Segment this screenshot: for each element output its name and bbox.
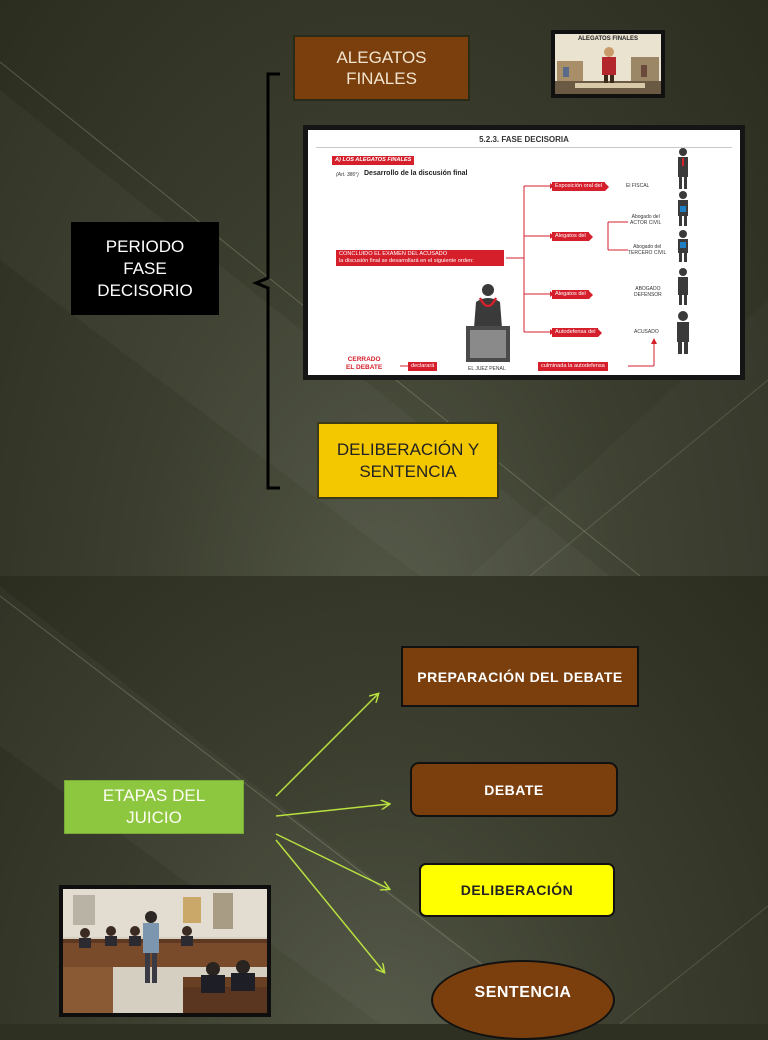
label-tercero-civil: Abogado del TERCERO CIVIL <box>628 244 667 256</box>
tag-culminada-autodefensa: culminada la autodefensa <box>538 362 608 371</box>
tag-alegatos-del-2: Alegatos del <box>552 290 593 299</box>
label-fiscal: El FISCAL <box>626 183 650 189</box>
etapas-del-juicio-box: ETAPAS DEL JUICIO <box>64 780 244 834</box>
periodo-fase-decisorio-box: PERIODO FASE DECISORIO <box>71 222 219 315</box>
diagram-connectors <box>400 148 689 367</box>
tag-alegatos-finales: A) LOS ALEGATOS FINALES <box>332 156 415 165</box>
label-acusado: ACUSADO <box>634 329 659 335</box>
tag-concluido-examen: CONCLUIDO EL EXAMEN DEL ACUSADO la discu… <box>336 250 504 266</box>
diagram-title: 5.2.3. FASE DECISORIA <box>479 135 569 144</box>
label-cerrado-debate: CERRADO EL DEBATE <box>346 356 383 371</box>
tag-alegatos-del-1: Alegatos del <box>552 232 593 241</box>
etapas-arrows <box>275 576 768 1024</box>
label-abogado-defensor: ABOGADO DEFENSOR <box>634 286 662 298</box>
thumbnail-title: ALEGATOS FINALES <box>577 36 639 42</box>
courtroom-photo-icon <box>63 889 267 1013</box>
courtroom-photo <box>59 885 271 1017</box>
fase-decisoria-diagram: 5.2.3. FASE DECISORIA A) LOS ALEGATOS FI… <box>303 125 745 380</box>
diagram-subtitle: Desarrollo de la discusión final <box>364 170 468 177</box>
deliberacion-sentencia-box: DELIBERACIÓN Y SENTENCIA <box>317 422 499 499</box>
debate-box: DEBATE <box>410 762 618 817</box>
bracket-connector <box>252 72 280 490</box>
alegatos-finales-box: ALEGATOS FINALES <box>293 35 470 101</box>
tag-exposicion-oral: Exposición oral del <box>552 182 609 191</box>
courtroom-illustration-icon <box>555 47 661 94</box>
alegatos-finales-thumbnail: ALEGATOS FINALES <box>551 30 665 98</box>
preparacion-debate-box: PREPARACIÓN DEL DEBATE <box>401 646 639 707</box>
title-divider <box>316 147 732 148</box>
tag-autodefensa: Autodefensa del <box>552 328 603 337</box>
deliberacion-box: DELIBERACIÓN <box>419 863 615 917</box>
label-juez-penal: EL JUEZ PENAL <box>468 366 506 372</box>
article-reference: (Art. 386°) <box>336 172 359 178</box>
tag-declarara: declarará <box>408 362 438 371</box>
label-actor-civil: Abogado del ACTOR CIVIL <box>630 214 662 226</box>
sentencia-box: SENTENCIA <box>431 960 615 1040</box>
slide-fase-decisoria: ALEGATOS FINALES PERIODO FASE DECISORIO … <box>0 0 768 576</box>
